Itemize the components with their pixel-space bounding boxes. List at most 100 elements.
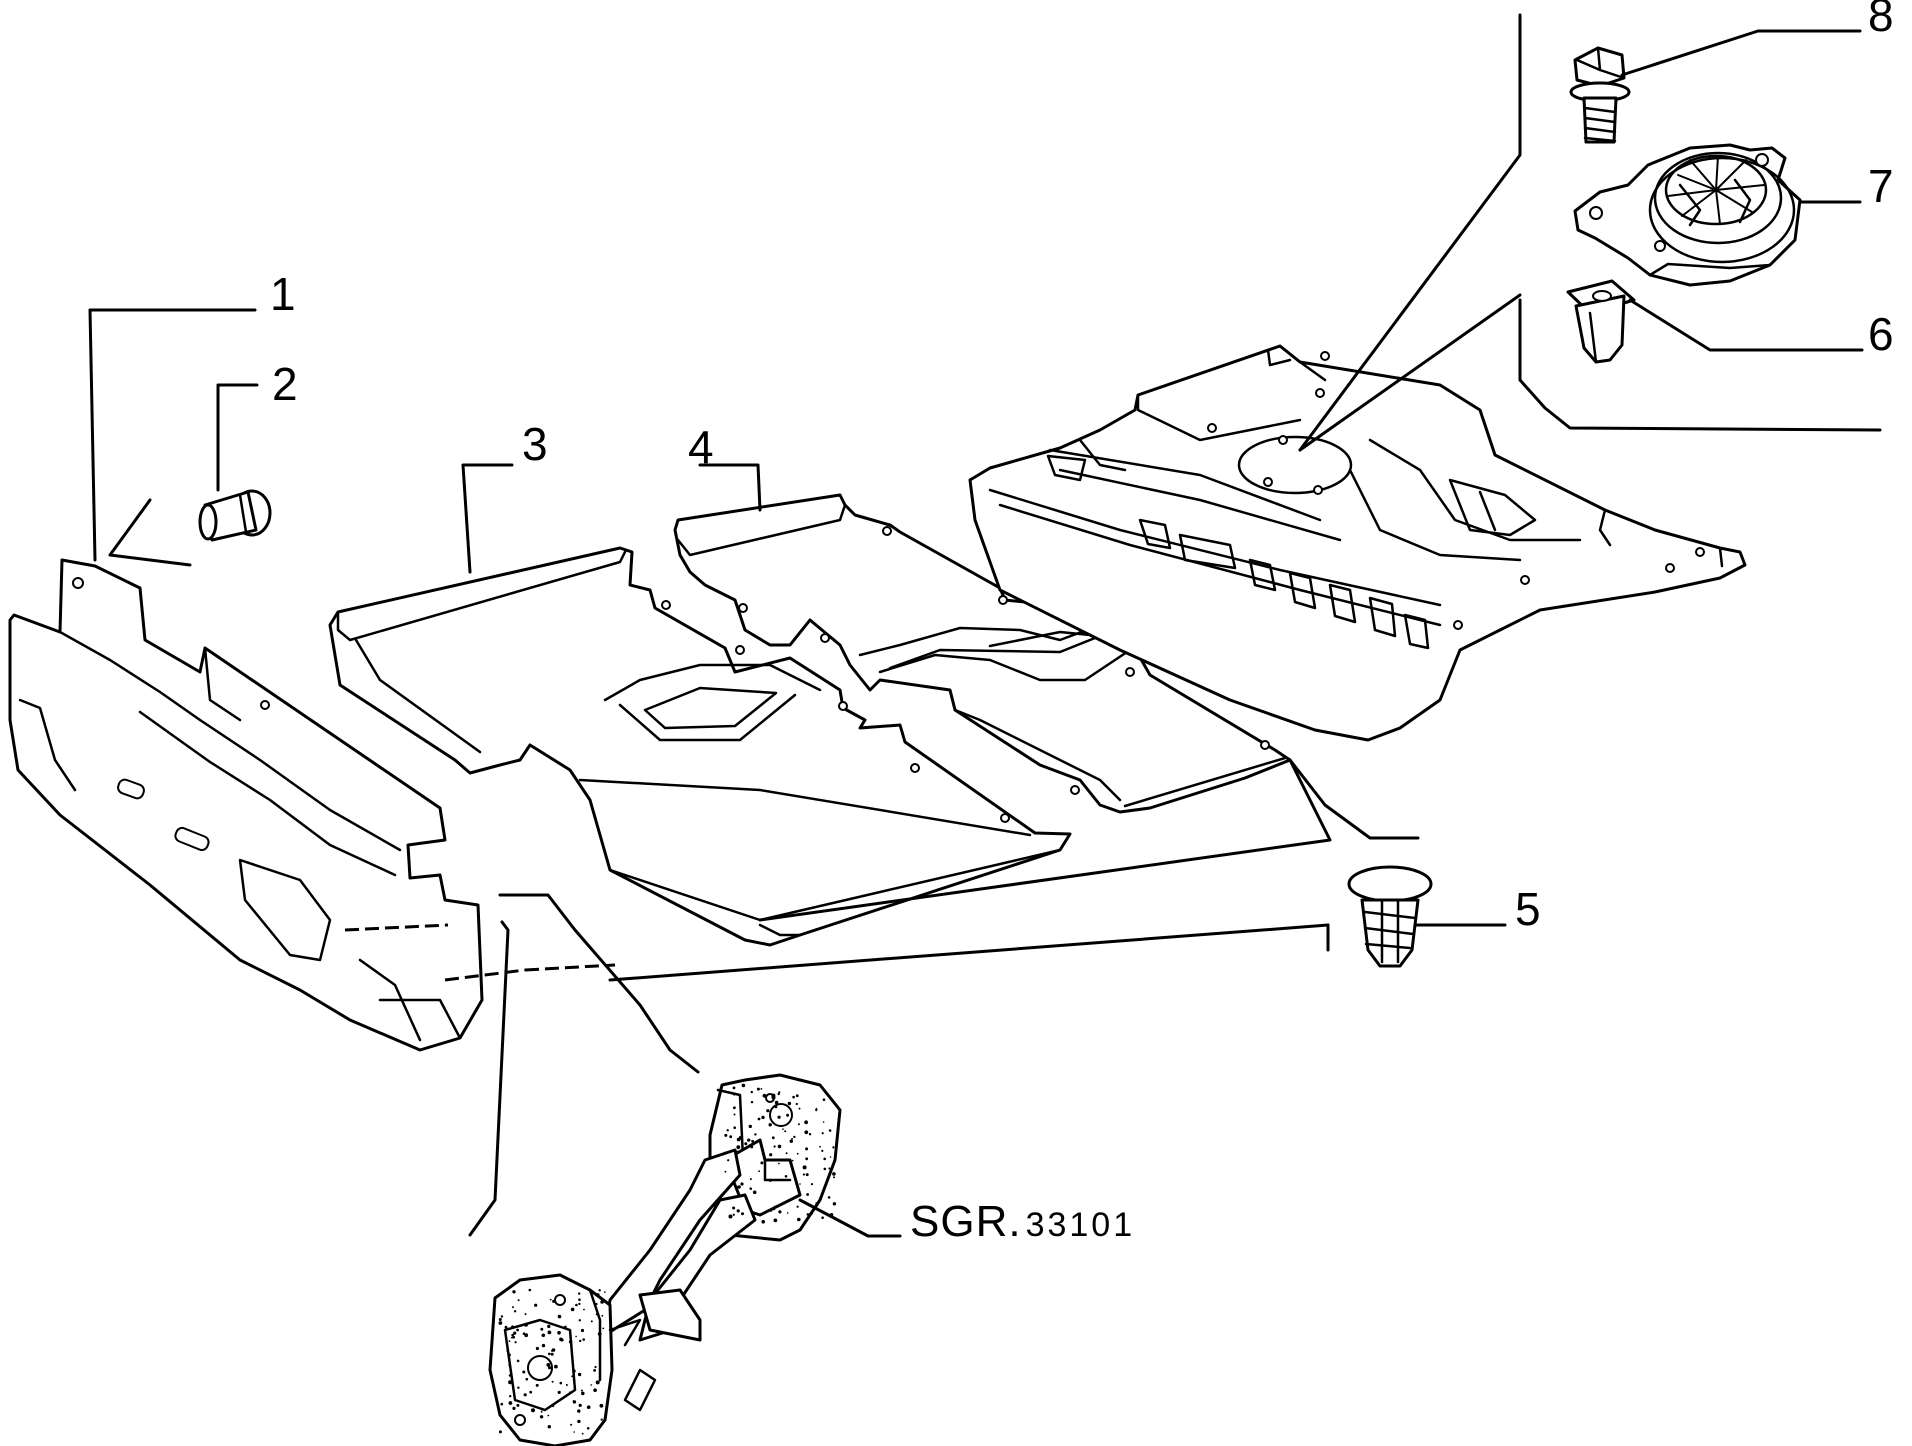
axle-assembly [488, 1073, 842, 1446]
speckle [822, 1098, 826, 1101]
speckle [498, 1318, 502, 1321]
speckle [774, 1100, 779, 1105]
speckle [516, 1359, 520, 1363]
speckle [773, 1145, 776, 1148]
speckle [748, 1138, 751, 1141]
speckle [575, 1303, 578, 1307]
speckle [740, 1182, 744, 1186]
speckle [804, 1120, 808, 1125]
speckle [760, 1088, 763, 1090]
speckle [732, 1086, 736, 1090]
speckle [593, 1388, 597, 1392]
speckle [572, 1400, 577, 1404]
speckle [578, 1319, 581, 1322]
speckle [601, 1314, 604, 1317]
speckle [748, 1124, 752, 1129]
speckle [733, 1113, 736, 1116]
speckle [827, 1196, 831, 1199]
speckle [736, 1209, 740, 1213]
speckle [785, 1152, 788, 1155]
speckle [577, 1409, 581, 1413]
speckle [757, 1117, 761, 1121]
speckle [551, 1348, 556, 1352]
speckle [508, 1360, 511, 1363]
speckle [829, 1156, 832, 1158]
speckle [751, 1139, 754, 1143]
speckle [773, 1218, 778, 1223]
speckle [791, 1137, 793, 1140]
speckle [771, 1093, 776, 1098]
speckle [602, 1327, 605, 1330]
speckle [552, 1299, 556, 1303]
speckle [547, 1414, 550, 1417]
speckle [596, 1293, 600, 1297]
callout-8: 8 [1868, 0, 1894, 41]
speckle [583, 1308, 585, 1311]
speckle [547, 1425, 551, 1429]
speckle [728, 1214, 733, 1219]
speckle [815, 1202, 818, 1205]
speckle [741, 1083, 746, 1088]
floor-pan [968, 344, 1747, 742]
speckle [578, 1302, 581, 1306]
speckle [569, 1391, 571, 1393]
speckle [796, 1152, 799, 1155]
speckle [833, 1176, 835, 1179]
speckle [534, 1303, 538, 1307]
speckle [727, 1159, 730, 1162]
speckle [554, 1364, 558, 1369]
speckle [541, 1408, 544, 1411]
speckle [539, 1415, 544, 1419]
callout-1: 1 [270, 268, 296, 320]
speckle [786, 1212, 789, 1214]
speckle [806, 1213, 810, 1216]
callout-4: 4 [688, 421, 714, 473]
speckle [529, 1390, 533, 1394]
speckle [777, 1115, 781, 1119]
speckle [593, 1369, 596, 1372]
speckle [541, 1343, 546, 1348]
speckle [787, 1101, 792, 1106]
speckle [821, 1149, 824, 1152]
speckle [512, 1306, 514, 1309]
callout-7: 7 [1868, 160, 1894, 212]
speckle [594, 1365, 597, 1369]
speckle [733, 1093, 736, 1096]
speckle [511, 1325, 514, 1329]
part-5-push-clip [1347, 865, 1433, 968]
speckle [777, 1144, 782, 1149]
speckle [815, 1108, 818, 1112]
callout-6: 6 [1868, 308, 1894, 360]
speckle [508, 1380, 513, 1385]
speckle [791, 1159, 794, 1162]
speckle [749, 1178, 752, 1181]
speckle [798, 1107, 801, 1110]
speckle [772, 1206, 776, 1211]
speckle [586, 1405, 591, 1409]
speckle [575, 1335, 577, 1338]
speckle [777, 1092, 780, 1096]
reference-prefix: SGR. [910, 1197, 1022, 1246]
speckle [823, 1167, 827, 1171]
speckle [726, 1129, 729, 1132]
speckle [549, 1298, 552, 1301]
speckle [832, 1202, 837, 1206]
speckle [737, 1185, 741, 1189]
speckle [551, 1404, 555, 1408]
speckle [516, 1403, 520, 1407]
speckle [570, 1307, 575, 1312]
speckle [750, 1100, 754, 1104]
speckle [599, 1403, 604, 1408]
speckle [805, 1157, 809, 1161]
speckle [514, 1341, 517, 1344]
part-1-side-panel [8, 558, 484, 1052]
speckle [595, 1380, 600, 1385]
speckle [595, 1313, 598, 1316]
speckle [572, 1369, 576, 1373]
speckle [786, 1113, 790, 1117]
speckle [768, 1178, 772, 1182]
speckle [732, 1213, 735, 1216]
speckle [573, 1431, 575, 1433]
speckle [744, 1142, 748, 1146]
